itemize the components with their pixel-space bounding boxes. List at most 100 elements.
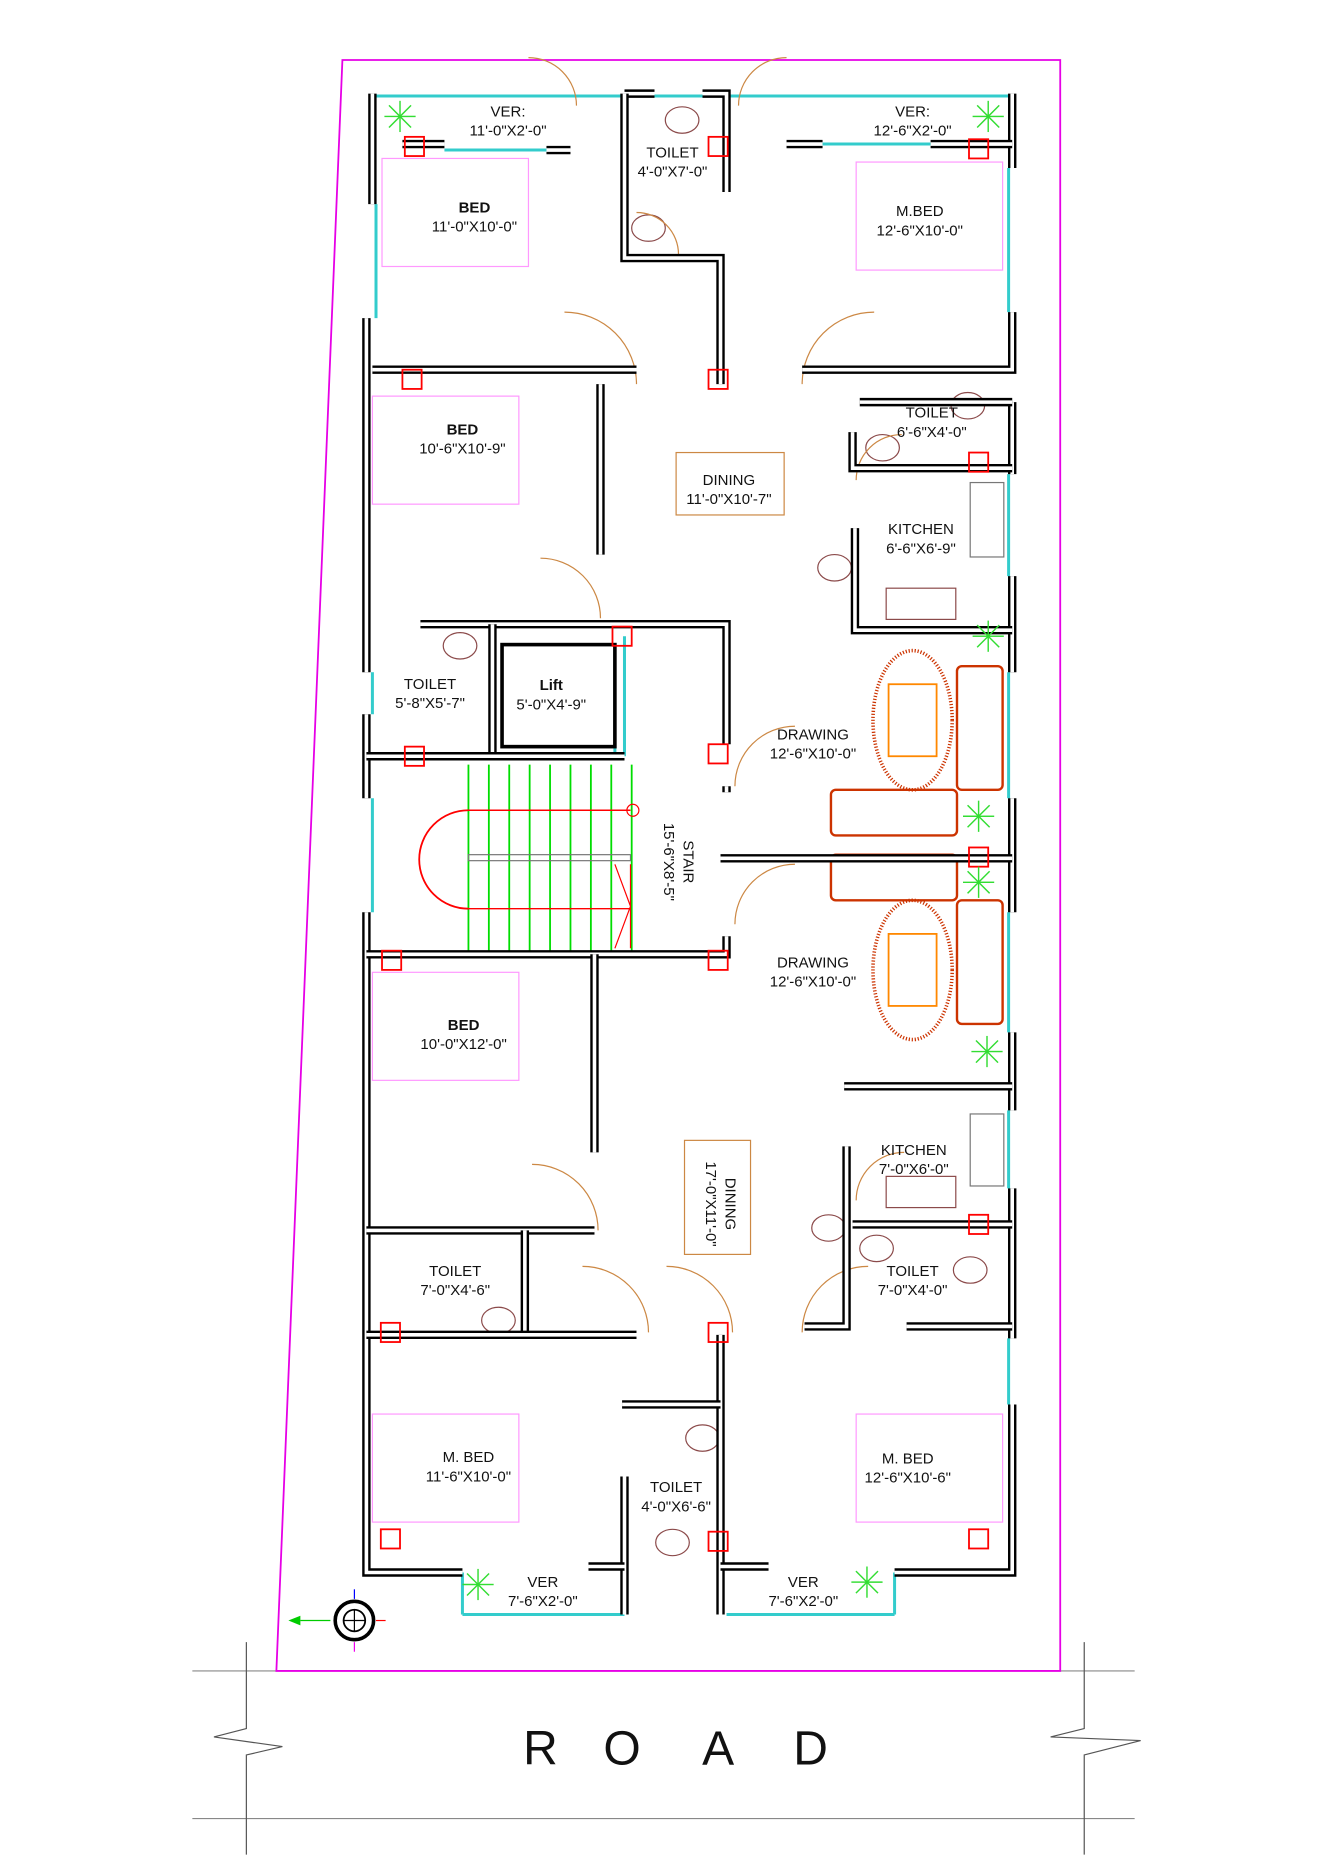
sanitary-fixture — [631, 214, 666, 242]
room-size: 11'-0"X2'-0" — [470, 123, 547, 140]
door-swing — [532, 1163, 599, 1231]
compass-icon — [288, 1589, 386, 1652]
sofa — [829, 788, 959, 837]
room-label: KITCHEN 6'-6"X6'-9" — [886, 521, 956, 557]
room-name: M. BED — [443, 1449, 495, 1466]
plant-icon — [976, 104, 989, 117]
column — [707, 1530, 729, 1552]
stove-counter — [969, 481, 1005, 558]
room-name: STAIR — [679, 840, 696, 883]
room-name: DINING — [721, 1178, 738, 1231]
room-size: 11'-0"X10'-7" — [686, 491, 771, 508]
room-name: BED — [447, 422, 479, 439]
door-swing — [737, 57, 787, 106]
column — [611, 625, 633, 647]
door-swing — [528, 57, 578, 106]
rug — [871, 898, 954, 1042]
kitchen-sink — [885, 587, 957, 620]
room-size: 17'-0"X11'-0" — [702, 1161, 719, 1246]
room-size: 7'-6"X2'-0" — [768, 1593, 838, 1610]
column — [968, 1213, 990, 1235]
plant-icon — [967, 870, 980, 883]
door-swing — [801, 1265, 869, 1333]
sofa — [955, 665, 1004, 792]
wall-fill — [850, 432, 1013, 470]
room-label: VER 7'-6"X2'-0" — [768, 1574, 838, 1610]
room-size: 12'-6"X10'-0" — [770, 974, 856, 991]
wall — [420, 619, 731, 745]
plants — [384, 100, 1004, 1601]
column — [968, 1528, 990, 1550]
room-name: TOILET — [906, 405, 958, 422]
rug-pattern — [887, 932, 938, 1007]
windows — [370, 94, 1013, 1617]
room-size: 10'-6"X10'-9" — [419, 441, 505, 458]
column — [379, 1321, 401, 1343]
plant-icon — [967, 881, 980, 894]
room-size: 7'-0"X4'-6" — [420, 1282, 490, 1299]
road-break-right — [1050, 1642, 1141, 1855]
plot-boundary — [275, 59, 1062, 1672]
road-letter: R — [523, 1723, 558, 1776]
wall-fill — [420, 622, 729, 745]
room-size: 7'-6"X2'-0" — [508, 1593, 578, 1610]
plant-icon — [987, 635, 1000, 648]
plant-icon — [987, 104, 1000, 117]
room-name: TOILET — [404, 676, 456, 693]
room-label: VER: 11'-0"X2'-0" — [470, 103, 547, 139]
plant-icon — [967, 804, 980, 817]
room-name: VER: — [895, 103, 930, 120]
room-size: 5'-0"X4'-9" — [516, 696, 586, 713]
sanitary-fixture — [442, 632, 478, 660]
room-name: DRAWING — [777, 726, 849, 743]
sanitary-fixture — [811, 1214, 846, 1242]
wall-fill — [894, 1404, 1015, 1575]
column — [968, 138, 990, 160]
room-name: DINING — [703, 472, 756, 489]
room-size: 12'-6"X2'-0" — [874, 123, 952, 140]
wall-fill — [366, 936, 729, 957]
door-swing — [855, 1151, 905, 1201]
wall-fill — [804, 1146, 849, 1329]
room-name: KITCHEN — [888, 521, 954, 538]
room-label: TOILET 7'-0"X4'-6" — [420, 1263, 490, 1299]
plant-icon — [866, 1570, 879, 1583]
room-name: TOILET — [650, 1479, 702, 1496]
lift-shaft — [500, 642, 617, 749]
plant-icon — [978, 870, 991, 883]
room-name: KITCHEN — [881, 1142, 947, 1159]
plant-icon — [976, 635, 989, 648]
room-size: 12'-6"X10'-0" — [770, 746, 856, 763]
plant-icon — [975, 1039, 988, 1053]
road-letter: D — [793, 1723, 828, 1776]
stair-arrow — [614, 864, 632, 949]
plant-icon — [978, 804, 991, 817]
road: R O A D — [192, 1642, 1141, 1855]
sanitary-fixture — [865, 433, 900, 462]
room-name: VER: — [491, 103, 526, 120]
column — [707, 743, 729, 765]
room-name: M. BED — [882, 1450, 934, 1467]
room-size: 6'-6"X6'-9" — [886, 540, 956, 557]
room-name: TOILET — [429, 1263, 481, 1280]
room-size: 7'-0"X4'-0" — [878, 1282, 948, 1299]
doors — [528, 57, 905, 1333]
wall-fill — [853, 528, 1013, 633]
sanitary-fixture — [817, 553, 852, 582]
room-size: 5'-8"X5'-7" — [395, 695, 465, 712]
plant-icon — [477, 1583, 490, 1597]
room-label: DRAWING 12'-6"X10'-0" — [770, 955, 856, 991]
bed — [371, 1413, 520, 1523]
wall — [802, 312, 1017, 374]
door-swing — [540, 557, 602, 619]
furniture — [371, 106, 1005, 1557]
room-name: DRAWING — [777, 955, 849, 972]
room-name: VER — [788, 1574, 819, 1591]
